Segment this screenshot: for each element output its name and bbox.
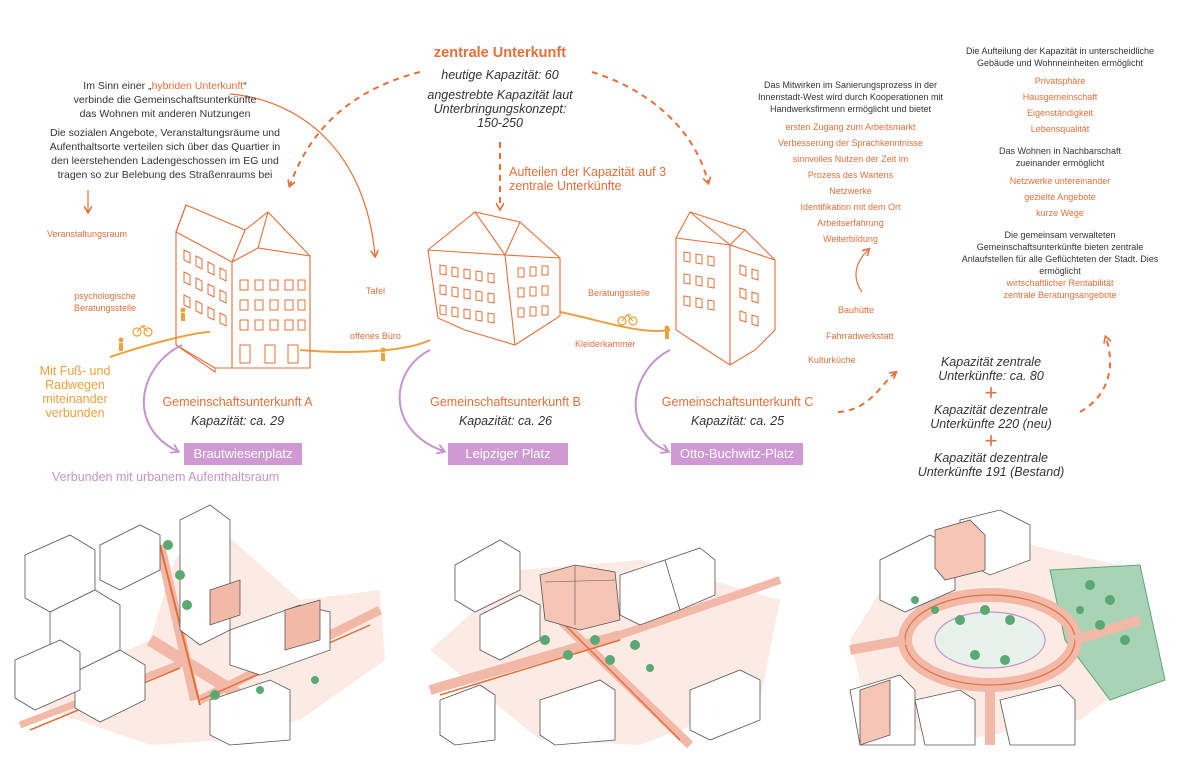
plus-icon: + (984, 380, 998, 405)
list-item: Lebensqualität (1030, 124, 1090, 134)
walking-path (109, 311, 671, 358)
site-map-b (428, 539, 782, 749)
bike-icons (132, 314, 638, 337)
label-offenes-buero: offenes Büro (350, 331, 401, 341)
list-item: gezielte Angebote (1024, 192, 1096, 202)
renovation-text: Das Mitwirken im Sanierungsprozess in de… (758, 80, 943, 114)
purple-arrows (142, 344, 671, 451)
badge-otto-buchwitz-platz: Otto-Buchwitz-Platz (671, 443, 803, 465)
label-beratungsstelle: Beratungsstelle (588, 288, 651, 298)
split-arrows (290, 71, 708, 208)
split-line-1: Aufteilen der Kapazität auf 3 (509, 165, 667, 179)
target-line-1: angestrebte Kapazität laut (427, 88, 573, 102)
split-line-2: zentrale Unterkünfte (509, 179, 622, 193)
unit-b-capacity: Kapazität: ca. 26 (458, 414, 553, 428)
central-unit-block: zentrale Unterkunft heutige Kapazität: 6… (385, 44, 615, 130)
list-item: Arbeitserfahrung (817, 218, 884, 228)
list-item: Verbesserung der Sprachkenntnisse (777, 138, 924, 148)
unit-c-capacity: Kapazität: ca. 25 (690, 414, 785, 428)
list-item: ersten Zugang zum Arbeitsmarkt (785, 122, 916, 132)
central-current-capacity: heutige Kapazität: 60 (441, 68, 559, 82)
building-a-drawing (175, 204, 311, 374)
connector-lines (88, 93, 868, 293)
plus-icon: + (984, 428, 998, 453)
label-tafel: Tafel (366, 286, 386, 296)
list-item: Privatsphäre (1034, 76, 1086, 86)
list-item: Eigenständigkeit (1026, 108, 1094, 118)
summary-arrows (837, 338, 1110, 413)
list-item: Identifikation mit dem Ort (800, 202, 901, 212)
arrow-to-tafel (229, 93, 375, 255)
arrow-to-bauhuette (855, 250, 868, 293)
neighborhood-text: Das Wohnen in Nachbarschaft zueinander e… (999, 146, 1121, 168)
central-title: zentrale Unterkunft (433, 45, 567, 61)
renovation-benefits-list: ersten Zugang zum Arbeitsmarkt Verbesser… (738, 121, 963, 249)
target-line-2: Unterbringungskonzept: (433, 102, 567, 116)
label-fahrradwerkstatt: Fahrradwerkstatt (826, 331, 894, 341)
central-target-capacity: angestrebte Kapazität laut Unterbringung… (385, 88, 615, 130)
unit-c-name: Gemeinschaftsunterkunft C (661, 395, 814, 409)
label-veranstaltungsraum: Veranstaltungsraum (47, 229, 128, 239)
building-c-drawing (675, 211, 776, 366)
list-item: kurze Wege (1036, 208, 1084, 218)
label-kulturkueche: Kulturküche (808, 355, 856, 365)
shared-management-text: Die gemeinsam verwalteten Gemeinschaftsu… (961, 230, 1159, 276)
split-capacity-note: Aufteilen der Kapazität auf 3 zentrale U… (509, 165, 709, 193)
urban-space-note: Verbunden mit urbanem Aufenthaltsraum (52, 470, 280, 484)
unit-a-capacity: Kapazität: ca. 29 (190, 414, 285, 428)
list-item: wirtschaftlicher Rentabilität (1006, 278, 1114, 288)
social-offers-text: Die sozialen Angebote, Veranstaltungsräu… (49, 127, 281, 181)
unit-a: Gemeinschaftsunterkunft A Kapazität: ca.… (140, 394, 335, 429)
hybrid-line-2: verbinde die Gemeinschaftsunterkünfte (73, 94, 257, 106)
unit-b: Gemeinschaftsunterkunft B Kapazität: ca.… (408, 394, 603, 429)
list-item: Netzwerke (829, 186, 872, 196)
hybrid-unit-text: Im Sinn einer „hybriden Unterkunft“ verb… (35, 79, 295, 182)
hybrid-line-3: das Wohnen mit anderen Nutzungen (79, 108, 251, 120)
capacity-split-benefits: Die Aufteilung der Kapazität in untersch… (935, 45, 1185, 301)
arrow-to-c (591, 71, 708, 182)
target-line-3: 150-250 (477, 116, 523, 130)
site-map-c (849, 509, 1166, 746)
summary-capacities: Kapazität zentrale Unterkünfte: ca. 80 +… (896, 355, 1086, 479)
list-item: sinnvolles Nutzen der Zeit im (792, 154, 909, 164)
label-bauhuette: Bauhütte (838, 305, 875, 315)
hybrid-highlight: hybriden Unterkunft (151, 80, 244, 92)
unit-b-name: Gemeinschaftsunterkunft B (430, 395, 581, 409)
label-kleiderkammer: Kleiderkammer (575, 339, 636, 349)
badge-brautwiesenplatz: Brautwiesenplatz (184, 443, 302, 465)
list-item: Weiterbildung (823, 234, 878, 244)
building-b-drawing (427, 211, 561, 346)
list-item: Netzwerke untereinander (1009, 176, 1111, 186)
hybrid-line-1: Im Sinn einer „hybriden Unterkunft“ (83, 80, 247, 92)
list-item: Prozess des Wartens (807, 170, 894, 180)
arrow-to-a (290, 71, 421, 185)
site-map-a (14, 504, 385, 746)
badge-leipziger-platz: Leipziger Platz (448, 443, 568, 465)
list-item: zentrale Beratungsangebote (1003, 290, 1117, 300)
list-item: Hausgemeinschaft (1022, 92, 1098, 102)
pedestrian-icons (118, 307, 670, 361)
unit-a-name: Gemeinschaftsunterkunft A (162, 395, 313, 409)
unit-c: Gemeinschaftsunterkunft C Kapazität: ca.… (640, 394, 835, 429)
